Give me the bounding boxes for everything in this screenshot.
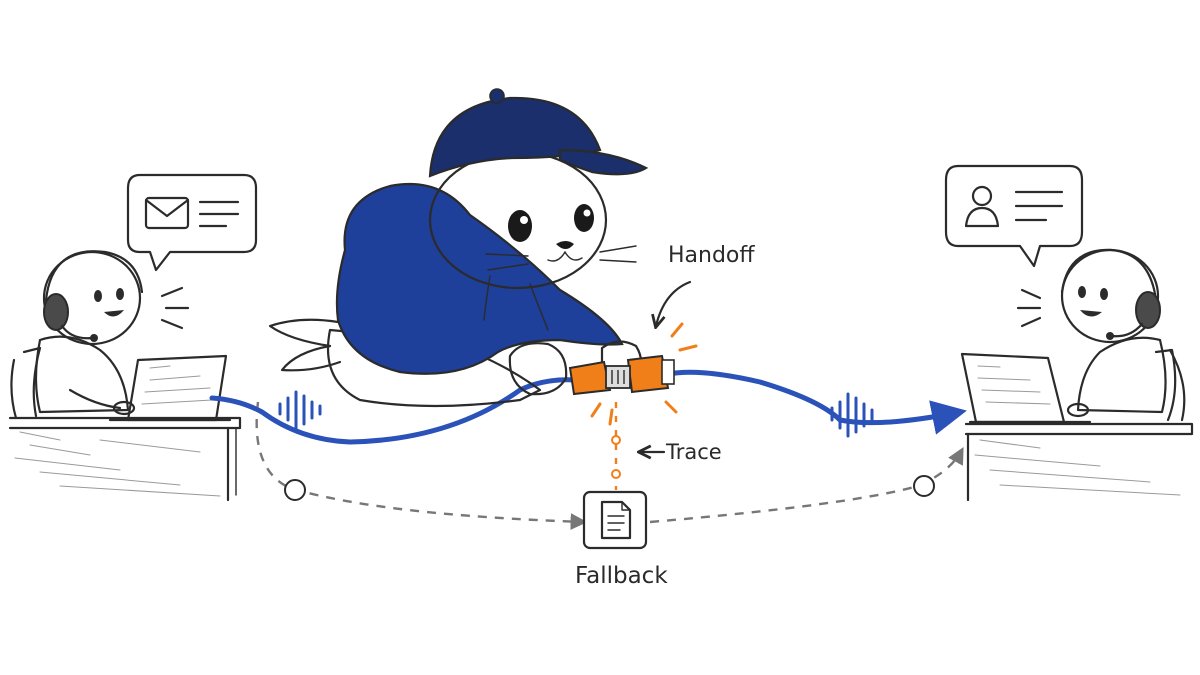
handoff-connector (568, 354, 675, 396)
signal-wave-right (830, 392, 874, 438)
left-speaking-lines (160, 286, 190, 330)
left-laptop (108, 354, 232, 422)
left-speech-bubble (126, 173, 258, 272)
fallback-label: Fallback (575, 563, 668, 589)
envelope-icon (144, 196, 190, 230)
main-cable (209, 369, 967, 445)
user-icon (964, 185, 1000, 228)
trace-line (611, 402, 621, 490)
left-desk (8, 416, 242, 502)
left-agent (8, 173, 258, 502)
fallback-path (255, 401, 964, 530)
trace-label: Trace (665, 440, 722, 464)
handoff-pointer-arrow (656, 280, 692, 326)
right-laptop (960, 352, 1092, 424)
handoff-label: Handoff (668, 243, 755, 268)
right-speech-bubble (944, 164, 1084, 268)
document-icon (600, 500, 632, 540)
fallback-box (582, 490, 648, 550)
right-speaking-lines (1016, 288, 1042, 328)
seal-mascot (268, 88, 649, 408)
spark-lines (590, 322, 698, 426)
right-desk (964, 422, 1194, 502)
right-agent (944, 164, 1194, 502)
signal-wave-left (278, 390, 322, 430)
